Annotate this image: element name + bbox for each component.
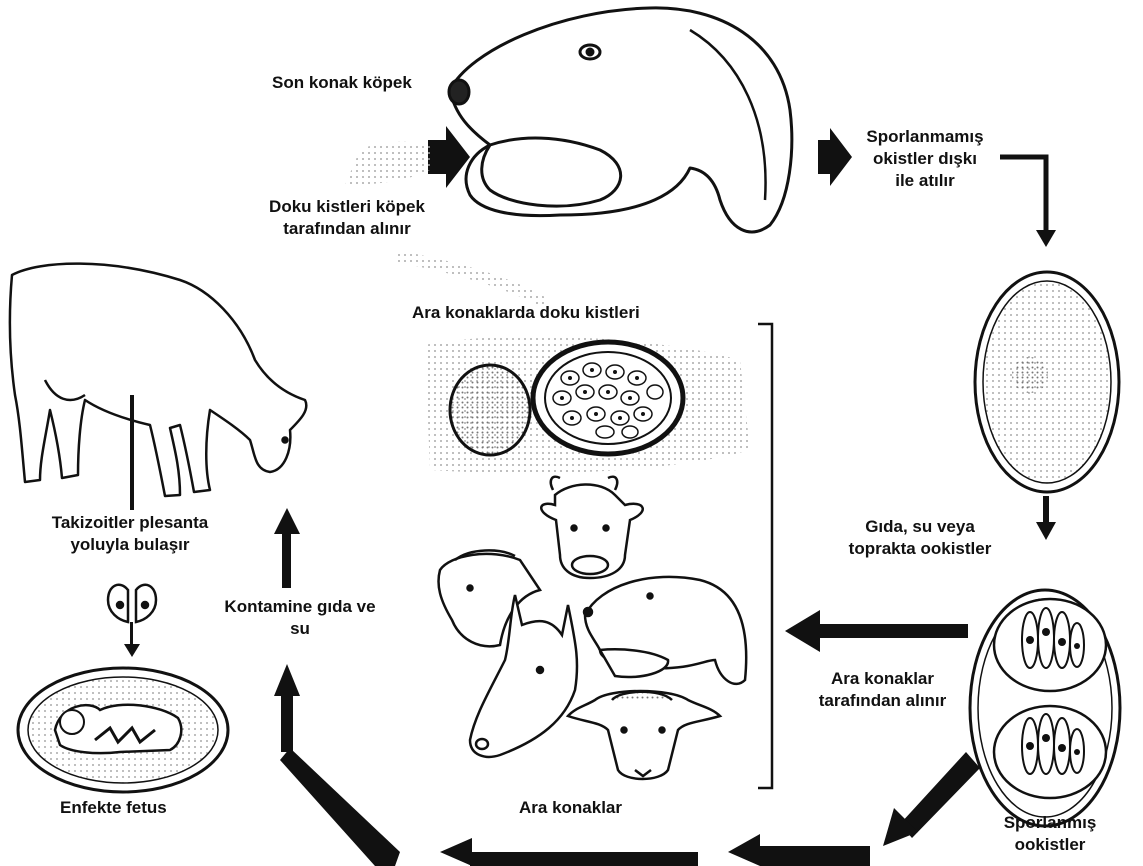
food-water-soil-label: Gıda, su veya toprakta ookistler xyxy=(820,516,1020,560)
cow-head-illustration xyxy=(541,477,642,578)
placenta-arrow-shaft xyxy=(130,622,133,646)
bottom-arrow-2-shaft xyxy=(470,852,698,866)
infected-fetus-label: Enfekte fetus xyxy=(60,797,167,819)
unsporulated-oocysts-label: Sporlanmamış okistler dışkı ile atılır xyxy=(845,126,1005,192)
taken-up-line-1: Ara konaklar xyxy=(795,668,970,690)
ingest-arrow xyxy=(428,126,470,188)
cysts-ingested-label: Doku kistleri köpek tarafından alınır xyxy=(222,196,472,240)
diagonal-arrow-bottom xyxy=(900,752,980,838)
sporulated-line-1: Sporlanmış xyxy=(985,812,1115,834)
contaminated-arrow-shaft xyxy=(282,530,291,588)
sporulated-oocysts-label: Sporlanmış ookistler xyxy=(985,812,1115,856)
cow-body-illustration xyxy=(10,264,306,496)
dog-intermediate-illustration xyxy=(584,577,746,684)
ingestion-stipple-band xyxy=(345,142,430,185)
tissue-cyst-illustration xyxy=(425,337,750,474)
dog-head-illustration xyxy=(449,8,792,232)
tachyzoites-label: Takizoitler plesanta yoluyla bulaşır xyxy=(20,512,240,556)
tissue-cysts-label: Ara konaklarda doku kistleri xyxy=(412,302,640,324)
flow-arrowhead-down-2 xyxy=(1036,522,1056,540)
flow-line-right-top xyxy=(1000,157,1046,230)
contaminated-arrowhead xyxy=(274,508,300,534)
infected-fetus-illustration xyxy=(18,668,228,792)
flow-arrowhead-down-1 xyxy=(1036,230,1056,247)
intermediate-hosts-bracket xyxy=(758,324,772,788)
taken-up-label: Ara konaklar tarafından alınır xyxy=(795,668,970,712)
tachyzoites-line-1: Takizoitler plesanta xyxy=(20,512,240,534)
flow-line-right-mid xyxy=(1043,496,1049,524)
bottom-arrow-1-head xyxy=(728,834,760,866)
placenta-illustration xyxy=(108,585,156,622)
unsporulated-oocyst xyxy=(975,272,1119,492)
unsporulated-line-1: Sporlanmamış xyxy=(845,126,1005,148)
cysts-ingested-line-2: tarafından alınır xyxy=(222,218,472,240)
sporulated-line-2: ookistler xyxy=(985,834,1115,856)
cysts-ingested-line-1: Doku kistleri köpek xyxy=(222,196,472,218)
contaminated-line-2: su xyxy=(205,618,395,640)
bottom-arrow-3 xyxy=(280,748,400,866)
bottom-arrow-3-head xyxy=(274,664,300,696)
unsporulated-line-3: ile atılır xyxy=(845,170,1005,192)
bottom-arrow-1-shaft xyxy=(760,846,870,866)
transmission-line xyxy=(130,395,134,510)
sporulated-oocyst xyxy=(970,590,1120,826)
food-water-line-1: Gıda, su veya xyxy=(820,516,1020,538)
sheep-head-illustration xyxy=(568,691,720,779)
final-host-label: Son konak köpek xyxy=(272,72,412,94)
contaminated-line-1: Kontamine gıda ve xyxy=(205,596,395,618)
uptake-arrowhead xyxy=(785,610,820,652)
uptake-arrow-shaft xyxy=(818,624,968,638)
contaminated-food-label: Kontamine gıda ve su xyxy=(205,596,395,640)
intermediate-hosts-label: Ara konaklar xyxy=(519,797,622,819)
tachyzoites-line-2: yoluyla bulaşır xyxy=(20,534,240,556)
placenta-arrowhead xyxy=(124,644,140,657)
food-water-line-2: toprakta ookistler xyxy=(820,538,1020,560)
bottom-arrow-3-up xyxy=(281,694,293,752)
ingestion-stipple-band-lower xyxy=(395,250,550,306)
taken-up-line-2: tarafından alınır xyxy=(795,690,970,712)
bottom-arrow-2-head xyxy=(440,838,472,866)
unsporulated-line-2: okistler dışkı xyxy=(845,148,1005,170)
